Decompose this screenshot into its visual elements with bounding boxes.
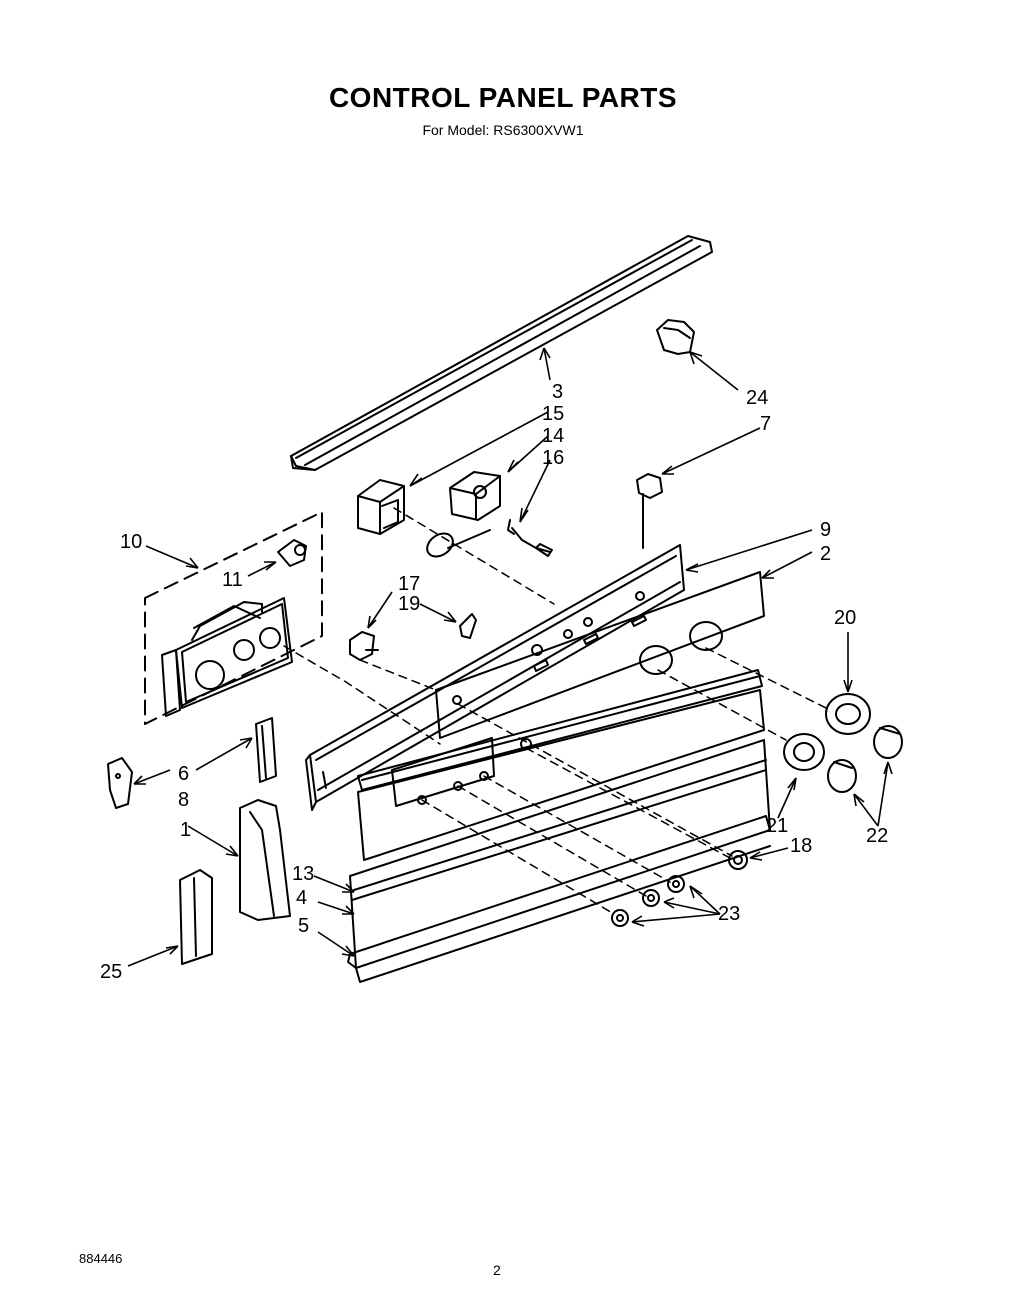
- callout-1: 1: [180, 819, 191, 841]
- callout-8: 8: [178, 789, 189, 811]
- part-19-clip: [459, 613, 477, 639]
- part-24-cap: [656, 319, 695, 355]
- callout-9: 9: [820, 519, 831, 541]
- page-number: 2: [493, 1262, 501, 1278]
- callout-10: 10: [120, 531, 142, 553]
- part-4-front-panel: [357, 689, 765, 861]
- callout-labels: 3 15 14 16 24 7 9 2 10 11 17 19 20 6 8 1…: [100, 381, 888, 983]
- assembly-lines: [283, 507, 831, 915]
- part-14-switch: [449, 471, 501, 521]
- part-23-nut-1: [667, 875, 685, 893]
- part-3-top-trim: [290, 235, 713, 471]
- callout-arrows: [127, 347, 893, 967]
- part-21-bezel: [783, 733, 825, 771]
- callout-4: 4: [296, 887, 307, 909]
- callout-16: 16: [542, 447, 564, 469]
- part-18-nut: [728, 850, 748, 870]
- callout-17: 17: [398, 573, 420, 595]
- ring-gasket: [426, 532, 454, 558]
- page-title: CONTROL PANEL PARTS: [328, 82, 678, 113]
- callout-21: 21: [766, 815, 788, 837]
- callout-20: 20: [834, 607, 856, 629]
- part-17-bracket: [349, 631, 379, 661]
- document-code: 884446: [79, 1251, 123, 1266]
- model-subtitle: For Model: RS6300XVW1: [422, 122, 584, 138]
- part-10-assembly: [144, 511, 323, 725]
- part-13-trim: [357, 669, 763, 791]
- callout-15: 15: [542, 403, 564, 425]
- part-22-knob-lower: [827, 759, 857, 793]
- part-22-knob-upper: [873, 725, 903, 759]
- part-20-bezel: [825, 693, 871, 735]
- callout-19: 19: [398, 593, 420, 615]
- callout-23: 23: [718, 903, 740, 925]
- callout-25: 25: [100, 961, 122, 983]
- part-5-bottom-trim: [347, 739, 771, 983]
- part-7-connector: [636, 473, 663, 549]
- part-6-bracket: [107, 757, 133, 809]
- callout-22: 22: [866, 825, 888, 847]
- callout-18: 18: [790, 835, 812, 857]
- part-16-wire: [507, 519, 553, 557]
- callout-13: 13: [292, 863, 314, 885]
- part-23-nut-3: [611, 909, 629, 927]
- part-2-control-panel: [435, 571, 765, 739]
- part-8-bracket: [255, 717, 277, 783]
- callout-24: 24: [746, 387, 768, 409]
- callout-14: 14: [542, 425, 564, 447]
- part-11-clip: [277, 539, 307, 567]
- part-1-housing: [239, 799, 291, 921]
- part-23-nut-2: [642, 889, 660, 907]
- part-9-inner-panel: [305, 544, 685, 811]
- callout-11: 11: [222, 569, 243, 591]
- callout-5: 5: [298, 915, 309, 937]
- callout-7: 7: [760, 413, 771, 435]
- part-25-panel: [179, 869, 213, 965]
- part-15-box: [357, 479, 405, 535]
- callout-3: 3: [552, 381, 563, 403]
- callout-6: 6: [178, 763, 189, 785]
- callout-2: 2: [820, 543, 831, 565]
